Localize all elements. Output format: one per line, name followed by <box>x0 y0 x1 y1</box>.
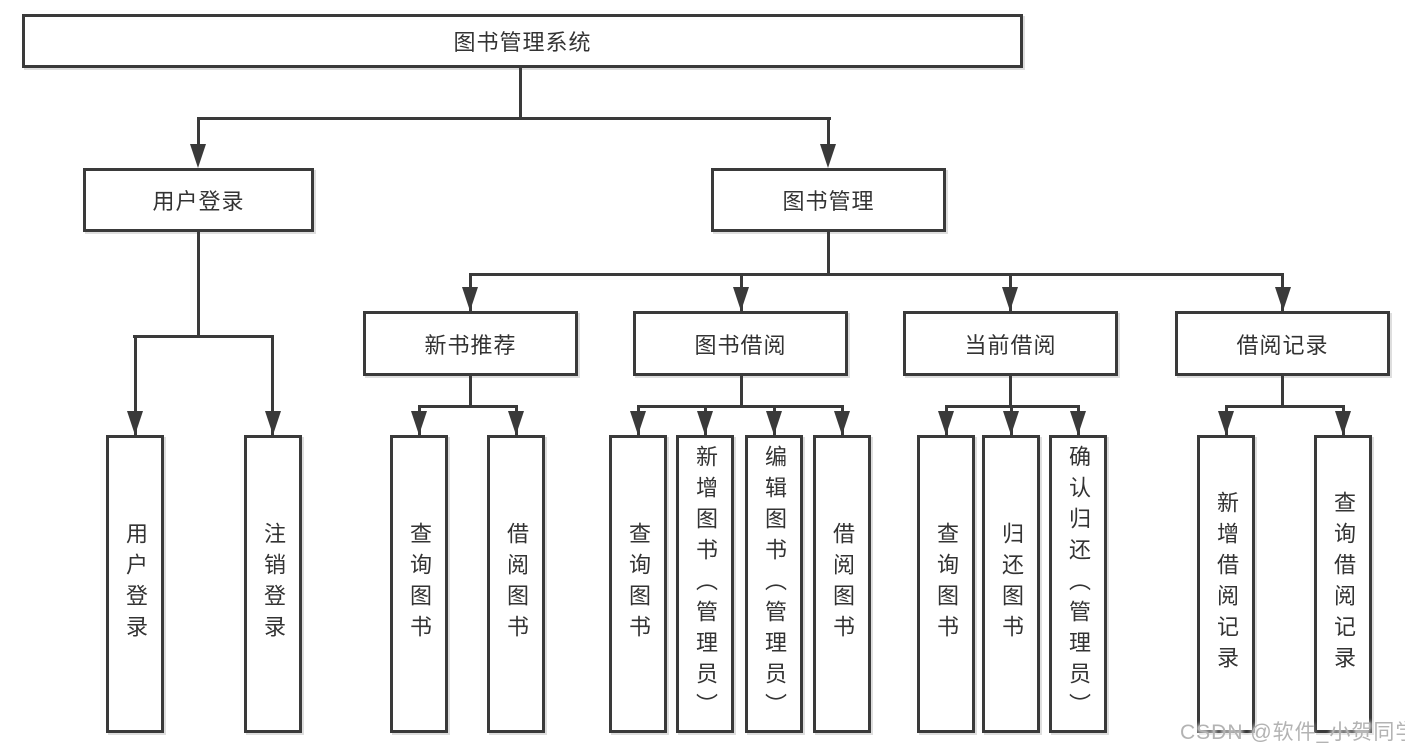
connector-line <box>637 405 844 408</box>
node-leaf-query-books: 查询图书 <box>917 435 975 733</box>
connector-line <box>133 335 274 338</box>
node-library-management-system: 图书管理系统 <box>22 14 1023 68</box>
node-leaf-logout: 注销登录 <box>244 435 302 733</box>
arrow-down-icon <box>820 144 836 168</box>
connector-line <box>469 273 1284 276</box>
arrow-down-icon <box>630 411 646 435</box>
csdn-watermark: CSDN @软件_小贺同学 <box>1180 721 1405 744</box>
node-book-management: 图书管理 <box>711 168 946 232</box>
arrow-down-icon <box>462 287 478 311</box>
connector-line <box>418 405 518 408</box>
arrow-down-icon <box>1070 411 1086 435</box>
node-new-book-recommend: 新书推荐 <box>363 311 578 376</box>
node-current-borrowing: 当前借阅 <box>903 311 1118 376</box>
node-leaf-query-borrow-record: 查询借阅记录 <box>1314 435 1372 733</box>
arrow-down-icon <box>190 144 206 168</box>
connector-line <box>469 376 472 407</box>
node-leaf-query-books: 查询图书 <box>390 435 448 733</box>
arrow-down-icon <box>508 411 524 435</box>
arrow-down-icon <box>697 411 713 435</box>
arrow-down-icon <box>938 411 954 435</box>
node-borrowing-records: 借阅记录 <box>1175 311 1390 376</box>
arrow-down-icon <box>834 411 850 435</box>
node-leaf-query-books: 查询图书 <box>609 435 667 733</box>
arrow-down-icon <box>1335 411 1351 435</box>
node-leaf-return-books: 归还图书 <box>982 435 1040 733</box>
arrow-down-icon <box>127 411 143 435</box>
arrow-down-icon <box>1218 411 1234 435</box>
arrow-down-icon <box>733 287 749 311</box>
connector-line <box>827 117 830 149</box>
node-leaf-borrow-books: 借阅图书 <box>487 435 545 733</box>
node-leaf-user-login: 用户登录 <box>106 435 164 733</box>
connector-line <box>271 335 274 435</box>
node-leaf-confirm-return-admin: 确认归还（管理员） <box>1049 435 1107 733</box>
connector-line <box>1225 405 1344 408</box>
node-leaf-add-books-admin: 新增图书（管理员） <box>676 435 734 733</box>
node-user-login: 用户登录 <box>83 168 314 232</box>
connector-line <box>1281 376 1284 407</box>
connector-line <box>197 117 200 149</box>
connector-line <box>1009 376 1012 407</box>
node-book-borrowing: 图书借阅 <box>633 311 848 376</box>
arrow-down-icon <box>1002 287 1018 311</box>
connector-line <box>197 117 831 120</box>
connector-line <box>740 376 743 407</box>
arrow-down-icon <box>1275 287 1291 311</box>
arrow-down-icon <box>766 411 782 435</box>
arrow-down-icon <box>265 411 281 435</box>
connector-line <box>197 232 200 337</box>
connector-line <box>134 335 137 435</box>
arrow-down-icon <box>411 411 427 435</box>
node-leaf-add-borrow-record: 新增借阅记录 <box>1197 435 1255 733</box>
node-leaf-borrow-books: 借阅图书 <box>813 435 871 733</box>
arrow-down-icon <box>1003 411 1019 435</box>
node-leaf-edit-books-admin: 编辑图书（管理员） <box>745 435 803 733</box>
connector-line <box>519 68 522 119</box>
connector-line <box>827 232 830 275</box>
